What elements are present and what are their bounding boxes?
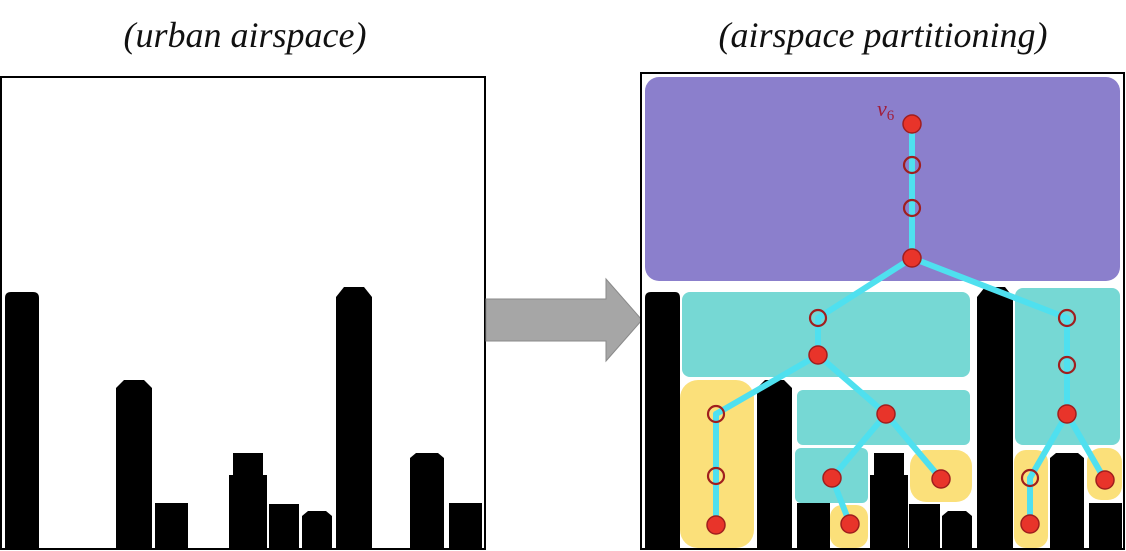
tree-node <box>840 514 860 534</box>
tree-node <box>1095 470 1115 490</box>
root-node <box>902 114 922 134</box>
root-region <box>645 77 1120 281</box>
tree-node-hollow <box>706 466 726 486</box>
building <box>909 504 940 549</box>
tree-edge <box>909 255 1070 321</box>
tree-edges <box>713 121 1108 528</box>
tree-edge <box>1027 411 1070 481</box>
building <box>5 292 39 549</box>
middle-region <box>682 292 970 377</box>
tree-node-hollow <box>808 308 828 328</box>
root-node-label-subscript: 6 <box>887 108 895 124</box>
root-node-label: v6 <box>877 96 895 124</box>
airspace-partitioning-caption: (airspace partitioning) <box>718 15 1048 55</box>
tree-edge <box>713 352 821 417</box>
building <box>116 380 152 549</box>
building <box>269 504 299 549</box>
building <box>155 503 188 549</box>
building <box>942 511 972 549</box>
urban-airspace-panel <box>0 76 486 550</box>
tree-node-hollow <box>706 404 726 424</box>
tree-node-hollow <box>1057 308 1077 328</box>
building <box>1089 503 1122 549</box>
building <box>645 292 680 549</box>
tree-node <box>902 248 922 268</box>
urban-airspace-caption: (urban airspace) <box>123 15 367 55</box>
airspace-partitioning-panel: v6 <box>640 72 1125 550</box>
tree-node-hollow <box>1057 355 1077 375</box>
building <box>302 511 332 549</box>
building <box>449 503 482 549</box>
tree-node <box>822 468 842 488</box>
tree-node-hollow <box>902 155 922 175</box>
tree-edge <box>815 352 889 417</box>
tree-node <box>876 404 896 424</box>
transform-arrow <box>485 277 643 363</box>
building <box>410 453 444 549</box>
building <box>977 287 1013 549</box>
tree-edge <box>883 411 944 482</box>
tree-edge <box>1064 411 1108 483</box>
tree-edge <box>815 255 915 321</box>
tree-node-hollow <box>1020 468 1040 488</box>
building <box>229 453 267 549</box>
tree-node <box>808 345 828 365</box>
buildings-right <box>645 287 1122 549</box>
tree-node <box>931 469 951 489</box>
tree-node <box>706 515 726 535</box>
building <box>1050 453 1084 549</box>
tree-node <box>1057 404 1077 424</box>
filled-nodes <box>706 114 1115 535</box>
hollow-nodes <box>706 155 1077 488</box>
building <box>870 453 908 549</box>
tree-node <box>1020 514 1040 534</box>
building <box>757 380 792 549</box>
building <box>336 287 372 549</box>
building <box>797 503 830 549</box>
tree-node-hollow <box>902 198 922 218</box>
tree-edge <box>829 411 889 481</box>
root-node-label-base: v <box>877 96 887 121</box>
buildings-left <box>5 287 482 549</box>
